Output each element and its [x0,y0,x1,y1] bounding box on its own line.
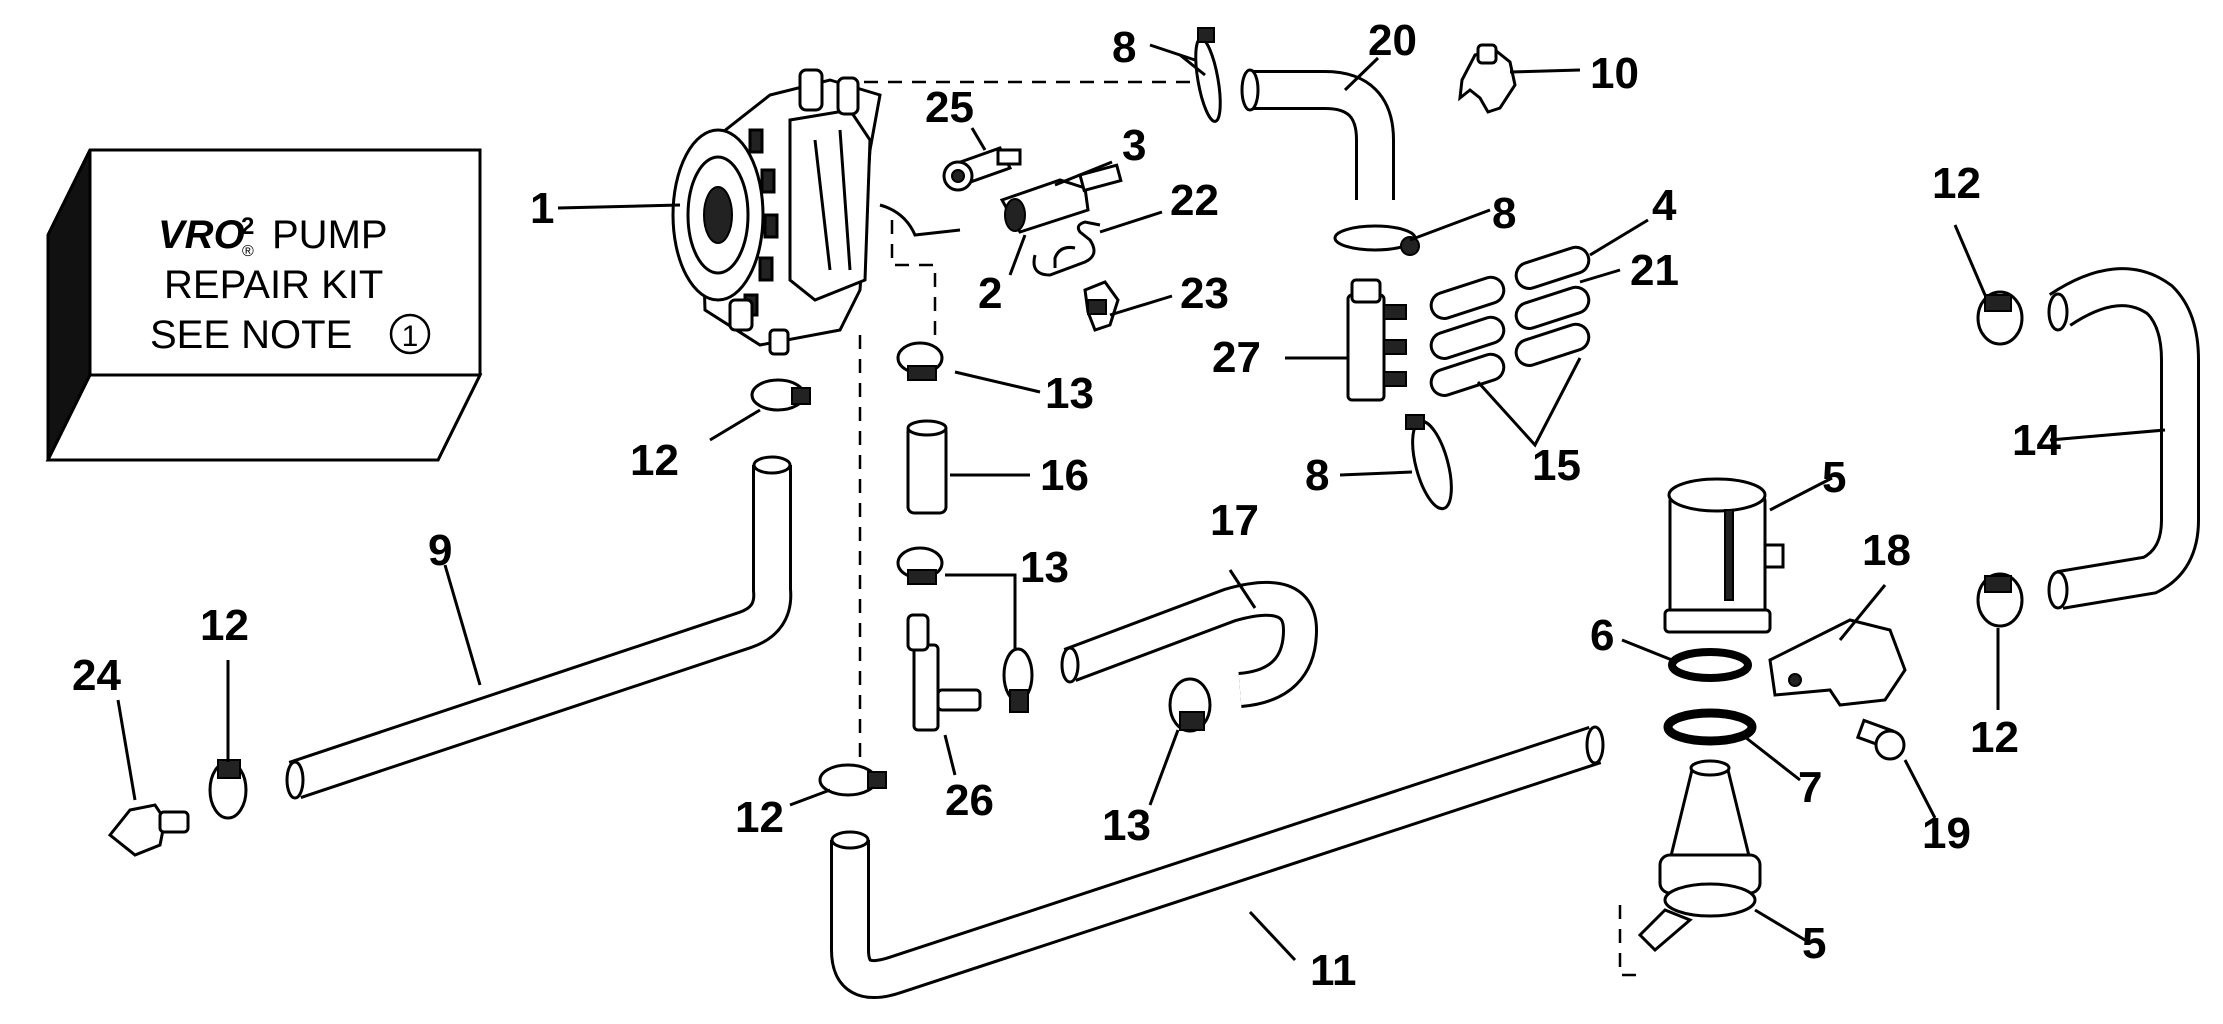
spring-clip-22 [1032,220,1101,277]
filter-cup-5 [1663,477,1785,634]
callout-8-bottom: 8 [1305,451,1329,500]
clip-10 [1458,43,1517,114]
short-hoses [1429,245,1591,397]
callout-labels: 1 2 3 4 5 5 6 7 8 8 8 9 10 11 12 12 12 1… [72,16,2061,995]
callout-13-mid: 13 [1020,543,1069,592]
leader-lines [116,43,2166,962]
fuel-pump [671,68,961,356]
callout-5-bottom: 5 [1802,919,1826,968]
kit-registered-mark: ® [242,243,254,260]
callout-27: 27 [1212,333,1261,382]
callout-4: 4 [1652,181,1677,230]
note-circle-icon [389,313,431,355]
fitting-2-3 [999,163,1123,234]
fitting-25 [942,146,1022,192]
callout-13-top: 13 [1045,369,1094,418]
callout-8-top: 8 [1112,23,1136,72]
callout-12-right-bottom: 12 [1970,713,2019,762]
clamp-13-top [896,341,944,381]
callout-13-bottom: 13 [1102,801,1151,850]
callout-1: 1 [530,184,554,233]
o-ring-6 [1668,648,1752,682]
callout-12-left: 12 [630,436,679,485]
callout-24: 24 [72,651,121,700]
hose-11 [830,725,1605,999]
callout-25: 25 [925,83,974,132]
kit-brand-text: VRO [158,213,245,257]
callout-14: 14 [2012,416,2061,465]
kit-note-number: 1 [402,320,419,353]
callout-16: 16 [1040,451,1089,500]
clamp-12-right-bottom [1976,572,2024,628]
callout-5-top: 5 [1822,453,1846,502]
tee-26 [906,613,982,732]
callout-19: 19 [1922,809,1971,858]
clamp-13-lower [1002,647,1034,713]
kit-pump-text: PUMP [272,213,388,257]
clamp-12-left [750,378,811,412]
clamp-8-top [1194,27,1222,123]
callout-7: 7 [1798,763,1822,812]
fitting-16 [906,419,948,515]
callout-12-right-top: 12 [1932,159,1981,208]
callout-21: 21 [1630,246,1679,295]
repair-kit-box: VRO 2 ® PUMP REPAIR KIT SEE NOTE 1 [45,148,483,462]
clamp-8-bottom [1405,414,1453,511]
callout-9: 9 [428,526,452,575]
fitting-24 [107,803,190,857]
hose-14 [2047,267,2200,610]
hose-20 [1240,68,1395,200]
callout-6: 6 [1590,611,1614,660]
gasket-7 [1663,708,1757,746]
callout-15: 15 [1532,441,1581,490]
clamp-12-hose9 [208,759,248,820]
callout-8-middle: 8 [1492,189,1516,238]
svg-text:VRO: VRO [158,213,245,257]
callout-12-hose9: 12 [200,601,249,650]
callout-10: 10 [1590,49,1639,98]
bracket-18 [1768,618,1907,707]
kit-superscript: 2 [241,213,254,240]
callout-23: 23 [1180,269,1229,318]
assembly-lines [840,80,1640,977]
callout-2: 2 [978,269,1002,318]
callout-11: 11 [1310,946,1357,995]
callout-3: 3 [1122,121,1146,170]
clamp-12-bottom [818,763,887,797]
callout-18: 18 [1862,526,1911,575]
manifold-27 [1346,278,1407,402]
hose-17 [1060,580,1319,708]
kit-line2-text: REPAIR KIT [164,263,383,307]
callout-22: 22 [1170,176,1219,225]
clamp-23 [1083,280,1120,332]
callout-20: 20 [1368,16,1417,65]
hose-9 [285,455,793,800]
clamp-13-mid [896,546,944,585]
callout-12-bottom: 12 [735,793,784,842]
filter-element-5 [1637,759,1762,953]
clamp-13-bottom [1168,677,1212,733]
screw-19 [1855,718,1906,761]
clamp-8-middle [1333,224,1420,256]
clamp-12-right-top [1976,290,2024,346]
callout-26: 26 [945,776,994,825]
kit-line3-text: SEE NOTE [150,313,352,357]
callout-17: 17 [1210,496,1259,545]
